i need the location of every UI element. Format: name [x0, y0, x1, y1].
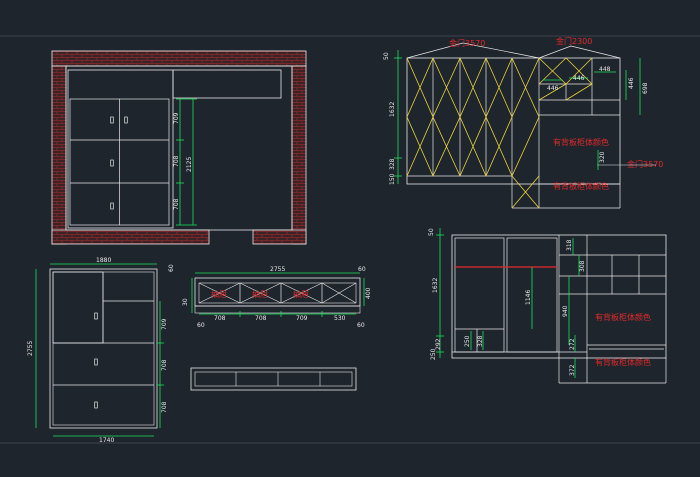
- drawer-dim-w4: 530: [334, 315, 346, 322]
- elev-top-w446a: 446: [547, 85, 559, 92]
- elev-bot-label-1: 有背板柜体颜色: [595, 312, 651, 322]
- elev-bot-s940: 940: [562, 305, 569, 317]
- wall-right: [291, 65, 307, 245]
- elev-top-h1632: 1632: [389, 102, 396, 117]
- front-dim-row-2: 708: [161, 359, 168, 371]
- drawer-dim-top: 2755: [270, 266, 285, 273]
- elev-top-outer: [406, 57, 621, 185]
- elev-bot-label-2: 有背板柜体颜色: [595, 357, 651, 367]
- elev-bot-s372: 372: [569, 364, 576, 376]
- elev-top-d320: 320: [599, 151, 606, 163]
- drawer-label-3: 抽屉: [293, 289, 309, 299]
- wall-bottom-left: [51, 229, 210, 245]
- door-handle-icon: [110, 159, 114, 167]
- front-outer: [49, 268, 158, 429]
- front-inner: [52, 271, 155, 426]
- front-dim-bottom: 1740: [99, 437, 114, 444]
- drawer-dim-w1: 708: [214, 315, 226, 322]
- drawer-plinth: [194, 305, 361, 314]
- door-handle-icon: [124, 116, 128, 124]
- door-handle-icon: [110, 202, 114, 210]
- drawer-inner: [198, 282, 357, 304]
- elev-top-h446: 446: [628, 77, 635, 89]
- elev-top-door-3: 金门3570: [627, 159, 663, 169]
- front-dim-height: 2755: [27, 341, 34, 356]
- front-dim-side: 60: [168, 264, 175, 272]
- plan-return: [172, 69, 282, 99]
- drawer-dim-left: 60: [197, 322, 205, 329]
- front-elevation-left: 1880 60 2755 709 708 708 1740: [27, 257, 175, 444]
- drawer-dim-w3: 709: [296, 315, 308, 322]
- elev-bot-h292: 292: [435, 338, 442, 350]
- elev-bot-s1146: 1146: [525, 290, 532, 305]
- plan-dim-row-2: 708: [173, 155, 180, 167]
- elev-bot-s308: 308: [579, 260, 586, 272]
- room-outline: [65, 65, 293, 231]
- elev-top-w446b: 446: [573, 75, 585, 82]
- drawer-dim-w2: 708: [255, 315, 267, 322]
- plan-dim-row-1: 709: [173, 112, 180, 124]
- elev-top-label-2: 有背板柜体颜色: [553, 181, 609, 191]
- plan-cabinet: [67, 69, 174, 229]
- door-handle-icon: [94, 312, 98, 320]
- elevation-top: 金门3570 金门2300 金门3570 有背板柜体颜色 有背板柜体颜色 50 …: [383, 36, 663, 209]
- elev-top-h328: 328: [389, 158, 396, 170]
- elev-bot-h50: 50: [428, 228, 435, 236]
- elev-bot-s272: 272: [569, 338, 576, 350]
- door-handle-icon: [94, 401, 98, 409]
- elev-top-door-1: 金门3570: [449, 38, 485, 48]
- plan-view: 709 708 708 2125: [51, 50, 307, 245]
- plan-dim-row-3: 708: [173, 198, 180, 210]
- door-handle-icon: [94, 358, 98, 366]
- front-dim-row-1: 709: [161, 318, 168, 330]
- front-dim-top: 1880: [96, 257, 111, 264]
- elev-bot-h1632: 1632: [432, 278, 439, 293]
- elev-bot-s250: 250: [464, 335, 471, 347]
- drawer-dim-height: 400: [365, 287, 372, 299]
- wall-bottom-right: [252, 229, 307, 245]
- elevation-bottom: 有背板柜体颜色 有背板柜体颜色 50 1632 250 292 318 308 …: [428, 228, 667, 384]
- elev-top-door-2: 金门2300: [556, 36, 592, 46]
- front-upper-left: [52, 271, 104, 344]
- drawer-dim-low: 30: [182, 298, 189, 306]
- drawer-unit: 抽屉 抽屉 抽屉 2755 60 400 30 708 708 709 530 …: [182, 266, 372, 329]
- elev-top-h698: 698: [642, 82, 649, 94]
- elev-top-w448: 448: [599, 66, 611, 73]
- drawer-dim-side: 60: [358, 266, 366, 273]
- wall-left: [51, 65, 67, 245]
- elev-bot-s328: 328: [477, 335, 484, 347]
- wall-top: [51, 50, 307, 67]
- drawer-dim-right: 60: [357, 322, 365, 329]
- elev-bot-s318: 318: [566, 239, 573, 251]
- elev-bot-h250: 250: [430, 348, 437, 360]
- plan-dim-total: 2125: [186, 157, 193, 172]
- drawer-plan-strip: [190, 367, 357, 391]
- front-dim-row-3: 708: [161, 401, 168, 413]
- elev-top-h50: 50: [383, 52, 390, 60]
- door-handle-icon: [110, 116, 114, 124]
- drawer-label-2: 抽屉: [252, 289, 268, 299]
- elev-top-label-1: 有背板柜体颜色: [553, 137, 609, 147]
- drawer-label-1: 抽屉: [211, 289, 227, 299]
- elev-top-h150: 150: [389, 173, 396, 185]
